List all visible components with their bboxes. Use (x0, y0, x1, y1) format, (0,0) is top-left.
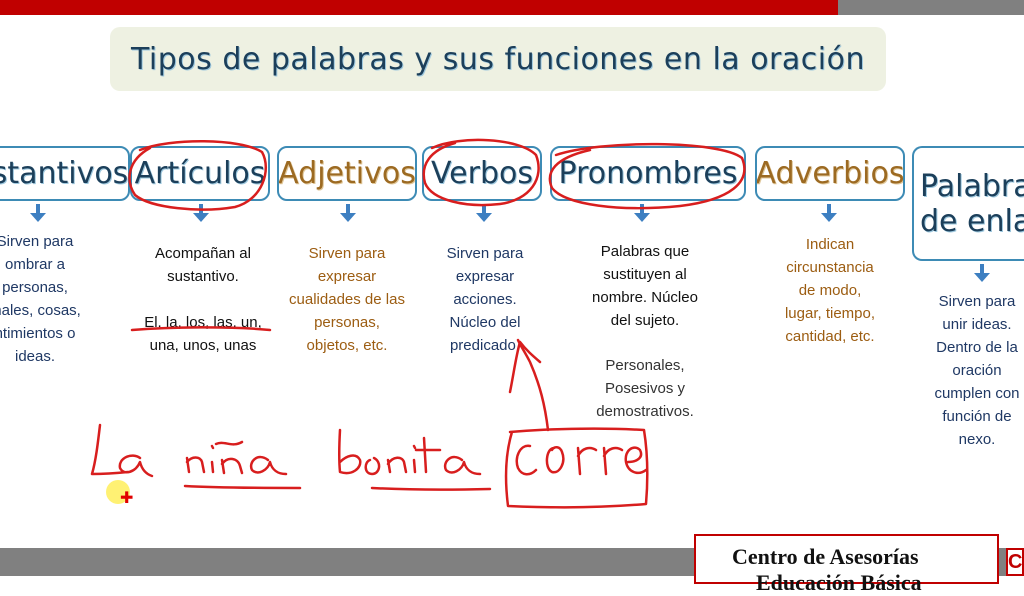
examples-pronombres: Personales, Posesivos y demostrativos. (596, 357, 694, 420)
slide-title-box: Tipos de palabras y sus funciones en la … (110, 27, 886, 91)
category-label-pronombres: Pronombres (558, 156, 738, 191)
logo-line2: Educación Básica (756, 570, 922, 595)
underline-nina (183, 484, 302, 490)
category-label-adverbios: Adverbios (755, 156, 905, 191)
top-gray-bar (838, 0, 1024, 15)
handwritten-La (90, 423, 154, 478)
category-label-sustantivos: stantivos (0, 156, 129, 191)
category-box-verbos: Verbos (422, 146, 542, 201)
category-label-articulos: Artículos (134, 156, 266, 191)
logo-line1: Centro de Asesorías (732, 544, 919, 569)
category-label-palabras-line1: Palabras (920, 168, 1024, 204)
logo-box: Centro de Asesorías Educación Básica (694, 534, 999, 595)
description-articulos: Acompañan al sustantivo. (155, 245, 251, 285)
category-label-adjetivos: Adjetivos (278, 156, 416, 191)
description-adverbios: Indican circunstancia de modo, lugar, ti… (784, 236, 876, 345)
logo-icon: C (1006, 548, 1024, 576)
slide-title: Tipos de palabras y sus funciones en la … (131, 41, 865, 77)
category-box-pronombres: Pronombres (550, 146, 746, 201)
category-box-sustantivos: stantivos (0, 146, 130, 201)
handwritten-corre (515, 444, 648, 476)
top-red-bar (0, 0, 838, 15)
description-sustantivos: Sirven para ombrar a personas, males, co… (0, 233, 81, 365)
examples-articulos: El, la, los, las, un, una, unos, unas (144, 314, 262, 354)
category-label-verbos: Verbos (430, 156, 533, 191)
description-verbos: Sirven para expresar acciones. Núcleo de… (446, 245, 524, 354)
handwritten-nina (185, 440, 288, 476)
category-box-adjetivos: Adjetivos (277, 146, 417, 201)
description-pronombres: Palabras que sustituyen al nombre. Núcle… (592, 243, 698, 329)
category-box-articulos: Artículos (130, 146, 270, 201)
category-box-adverbios: Adverbios (755, 146, 905, 201)
handwritten-bonita (338, 428, 482, 476)
underline-bonita (370, 486, 492, 491)
category-box-palabras-de-enlace: Palabras de enlace (912, 146, 1024, 261)
crosshair-icon: ✚ (120, 488, 134, 507)
pen-cursor-highlight (106, 480, 130, 504)
description-adjetivos: Sirven para expresar cualidades de las p… (289, 245, 405, 354)
category-label-palabras-line2: de enlace (920, 203, 1024, 239)
box-corre (504, 427, 649, 509)
description-palabras-de-enlace: Sirven para unir ideas. Dentro de la ora… (934, 293, 1020, 448)
